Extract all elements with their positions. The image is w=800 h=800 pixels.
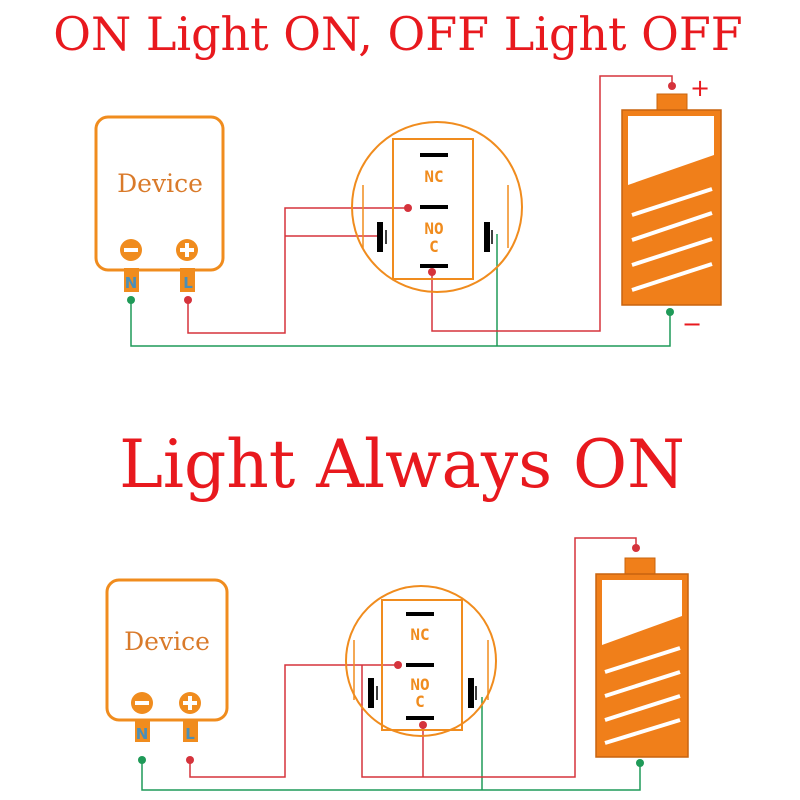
minus-terminal-icon xyxy=(120,239,142,261)
top-title: ON Light ON, OFF Light OFF xyxy=(53,7,742,61)
red-wires xyxy=(187,75,673,334)
nc-label: NC xyxy=(410,625,429,644)
neutral-lead xyxy=(124,268,139,292)
device-label: Device xyxy=(124,627,210,656)
middle-title: Light Always ON xyxy=(119,426,685,503)
live-lead xyxy=(183,720,198,742)
left-lamp-terminal xyxy=(377,222,383,252)
live-letter: L xyxy=(185,725,195,743)
red-wires xyxy=(189,537,637,778)
green-wires xyxy=(130,234,671,347)
device-box: Device N L xyxy=(105,578,229,743)
live-letter: L xyxy=(183,274,193,292)
junction-dots xyxy=(138,544,644,767)
green-wires xyxy=(141,697,641,791)
battery-minus-label: − xyxy=(682,310,702,338)
no-label: NO xyxy=(410,675,429,694)
right-lamp-terminal xyxy=(484,222,490,252)
neutral-lead xyxy=(135,720,150,742)
c-label: C xyxy=(429,237,439,256)
device-box: Device N L xyxy=(94,115,225,292)
nc-label: NC xyxy=(424,167,443,186)
live-lead xyxy=(180,268,195,292)
diagram-light-always-on: Device N L NC NO C xyxy=(105,537,689,791)
battery-plus-label: + xyxy=(690,74,710,102)
push-button-switch: NC NO C xyxy=(345,585,497,737)
battery: + − xyxy=(621,74,722,338)
plus-terminal-icon xyxy=(176,239,198,261)
push-button-switch: NC NO C xyxy=(351,121,523,293)
left-lamp-terminal xyxy=(368,678,374,708)
battery xyxy=(595,557,689,758)
right-lamp-terminal xyxy=(468,678,474,708)
no-label: NO xyxy=(424,219,443,238)
neutral-letter: N xyxy=(125,274,138,292)
junction-dots xyxy=(127,82,676,316)
c-label: C xyxy=(415,692,425,711)
minus-terminal-icon xyxy=(131,692,153,714)
neutral-letter: N xyxy=(136,725,149,743)
device-label: Device xyxy=(117,169,203,198)
diagram-on-light-on: Device N L NC NO C xyxy=(94,74,722,347)
plus-terminal-icon xyxy=(179,692,201,714)
